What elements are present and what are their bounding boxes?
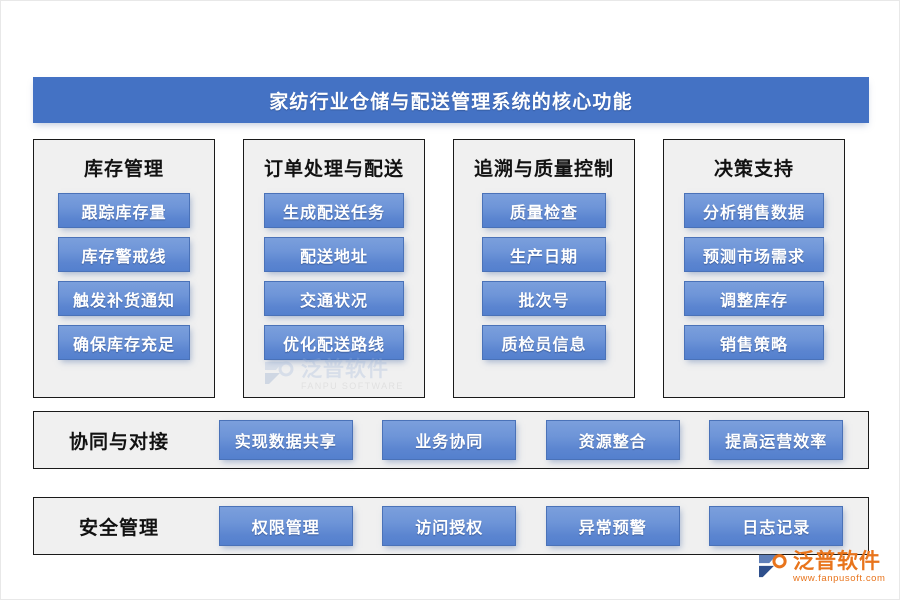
category-item-list: 跟踪库存量 库存警戒线 触发补货通知 确保库存充足 [34,193,214,360]
header-banner: 家纺行业仓储与配送管理系统的核心功能 [33,77,869,123]
watermark-text: 泛普软件 www.fanpusoft.com [793,551,886,584]
category-title: 库存管理 [83,159,164,180]
category-card-inventory: 库存管理 跟踪库存量 库存警戒线 触发补货通知 确保库存充足 [33,139,215,398]
feature-chip[interactable]: 配送地址 [264,237,404,272]
watermark-corner: 泛普软件 www.fanpusoft.com [757,551,886,584]
feature-chip[interactable]: 库存警戒线 [58,237,190,272]
feature-chip[interactable]: 访问授权 [382,506,517,546]
row-item-list: 实现数据共享 业务协同 资源整合 提高运营效率 [204,420,868,460]
category-row-collaboration: 协同与对接 实现数据共享 业务协同 资源整合 提高运营效率 [33,411,869,469]
feature-chip[interactable]: 预测市场需求 [684,237,824,272]
feature-chip[interactable]: 批次号 [482,281,606,316]
category-card-order-delivery: 订单处理与配送 生成配送任务 配送地址 交通状况 优化配送路线 [243,139,425,398]
row-label: 安全管理 [78,517,159,539]
category-item-list: 分析销售数据 预测市场需求 调整库存 销售策略 [664,193,844,360]
feature-chip[interactable]: 生产日期 [482,237,606,272]
category-title: 决策支持 [713,159,794,180]
category-title: 追溯与质量控制 [473,159,614,180]
feature-chip[interactable]: 日志记录 [709,506,844,546]
feature-chip[interactable]: 分析销售数据 [684,193,824,228]
watermark-url: www.fanpusoft.com [793,573,886,585]
category-card-traceability-quality: 追溯与质量控制 质量检查 生产日期 批次号 质检员信息 [453,139,635,398]
category-card-decision-support: 决策支持 分析销售数据 预测市场需求 调整库存 销售策略 [663,139,845,398]
page-title: 家纺行业仓储与配送管理系统的核心功能 [269,91,633,113]
category-item-list: 生成配送任务 配送地址 交通状况 优化配送路线 [244,193,424,360]
feature-chip[interactable]: 实现数据共享 [218,420,353,460]
feature-chip[interactable]: 交通状况 [264,281,404,316]
feature-chip[interactable]: 质量检查 [482,193,606,228]
feature-chip[interactable]: 触发补货通知 [58,281,190,316]
feature-chip[interactable]: 优化配送路线 [264,325,404,360]
feature-chip[interactable]: 调整库存 [684,281,824,316]
feature-chip[interactable]: 资源整合 [545,420,680,460]
row-label: 协同与对接 [68,431,169,453]
feature-chip[interactable]: 跟踪库存量 [58,193,190,228]
feature-chip[interactable]: 确保库存充足 [58,325,190,360]
row-item-list: 权限管理 访问授权 异常预警 日志记录 [204,506,868,546]
category-item-list: 质量检查 生产日期 批次号 质检员信息 [454,193,634,360]
feature-chip[interactable]: 质检员信息 [482,325,606,360]
feature-chip[interactable]: 提高运营效率 [709,420,844,460]
feature-chip[interactable]: 销售策略 [684,325,824,360]
category-row-security: 安全管理 权限管理 访问授权 异常预警 日志记录 [33,497,869,555]
fanpu-logo-icon [757,551,789,584]
feature-chip[interactable]: 生成配送任务 [264,193,404,228]
category-title: 订单处理与配送 [263,159,404,180]
feature-chip[interactable]: 权限管理 [218,506,353,546]
feature-chip[interactable]: 异常预警 [545,506,680,546]
feature-chip[interactable]: 业务协同 [382,420,517,460]
